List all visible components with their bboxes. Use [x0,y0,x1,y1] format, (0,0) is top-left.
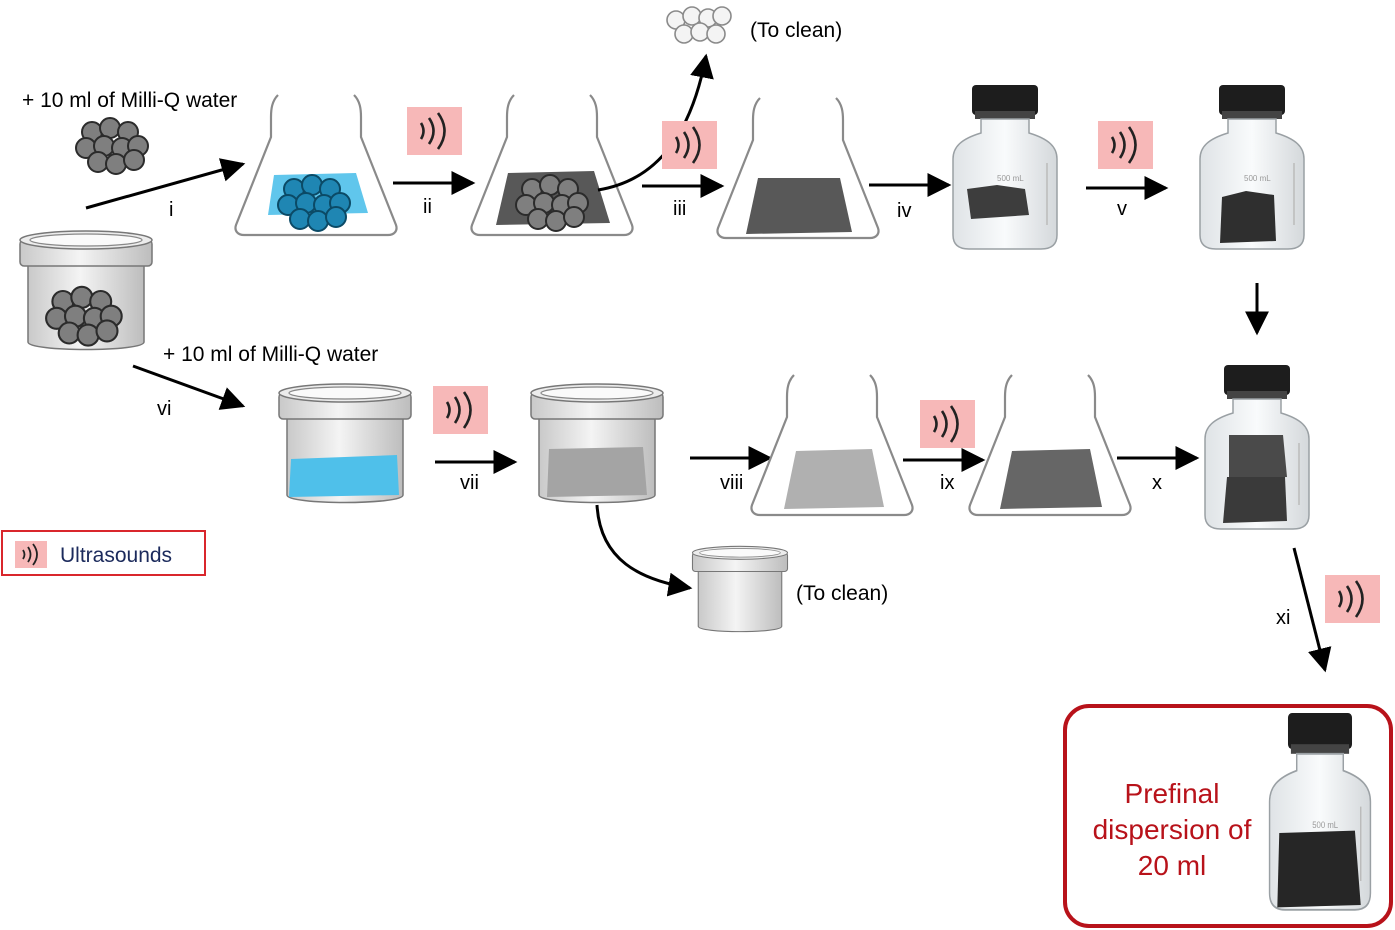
ultrasound-ix-icon [918,398,977,450]
white-beads [666,6,732,44]
legend: Ultrasounds [1,530,206,576]
arrow-xi [1292,547,1332,673]
water-label-bottom: + 10 ml of Milli-Q water [163,343,378,366]
bottle-3 [1204,364,1310,530]
to-clean-top: (To clean) [750,19,842,42]
step-label: iv [897,200,911,222]
ultrasound-xi-icon [1323,573,1382,625]
ultrasound-vii-icon [431,384,490,436]
ultrasound-v-icon [1096,119,1155,171]
legend-label: Ultrasounds [60,544,173,567]
step-label: v [1117,198,1127,220]
beads-top-left [76,118,148,174]
water-label-top: + 10 ml of Milli-Q water [22,89,237,112]
step-label: iii [673,198,686,220]
arrow-to-clean-bottom [595,504,693,597]
empty-jar [691,545,789,633]
ultrasound-wave-icon [15,541,47,568]
starting-jar [19,230,153,351]
bottle-2 [1199,84,1305,250]
final-dispersion-box [1063,704,1393,928]
step-label: ii [423,196,432,218]
step-label: x [1152,472,1162,494]
flask-water-beads [234,93,398,237]
step-label: vii [460,472,479,494]
bottle-1 [952,84,1058,250]
final-bottle [1268,712,1372,911]
flask-dark-paste [716,96,880,240]
ultrasound-ii-icon [405,105,464,157]
final-dispersion-label: Prefinal dispersion of 20 ml [1092,778,1252,881]
jar-water [278,383,412,504]
step-label: vi [157,398,171,420]
flask-light-grey [750,373,914,517]
to-clean-bottom: (To clean) [796,582,888,605]
ultrasound-iii-icon [660,119,719,171]
step-label: viii [720,472,743,494]
step-label: i [169,199,173,221]
jar-grey-paste [530,383,664,504]
arrow-i [85,158,246,210]
flask-dark-grey [968,373,1132,517]
step-label: ix [940,472,954,494]
flask-dark-beads [470,93,634,237]
step-label: xi [1276,607,1290,629]
arrow-vi [132,364,246,410]
